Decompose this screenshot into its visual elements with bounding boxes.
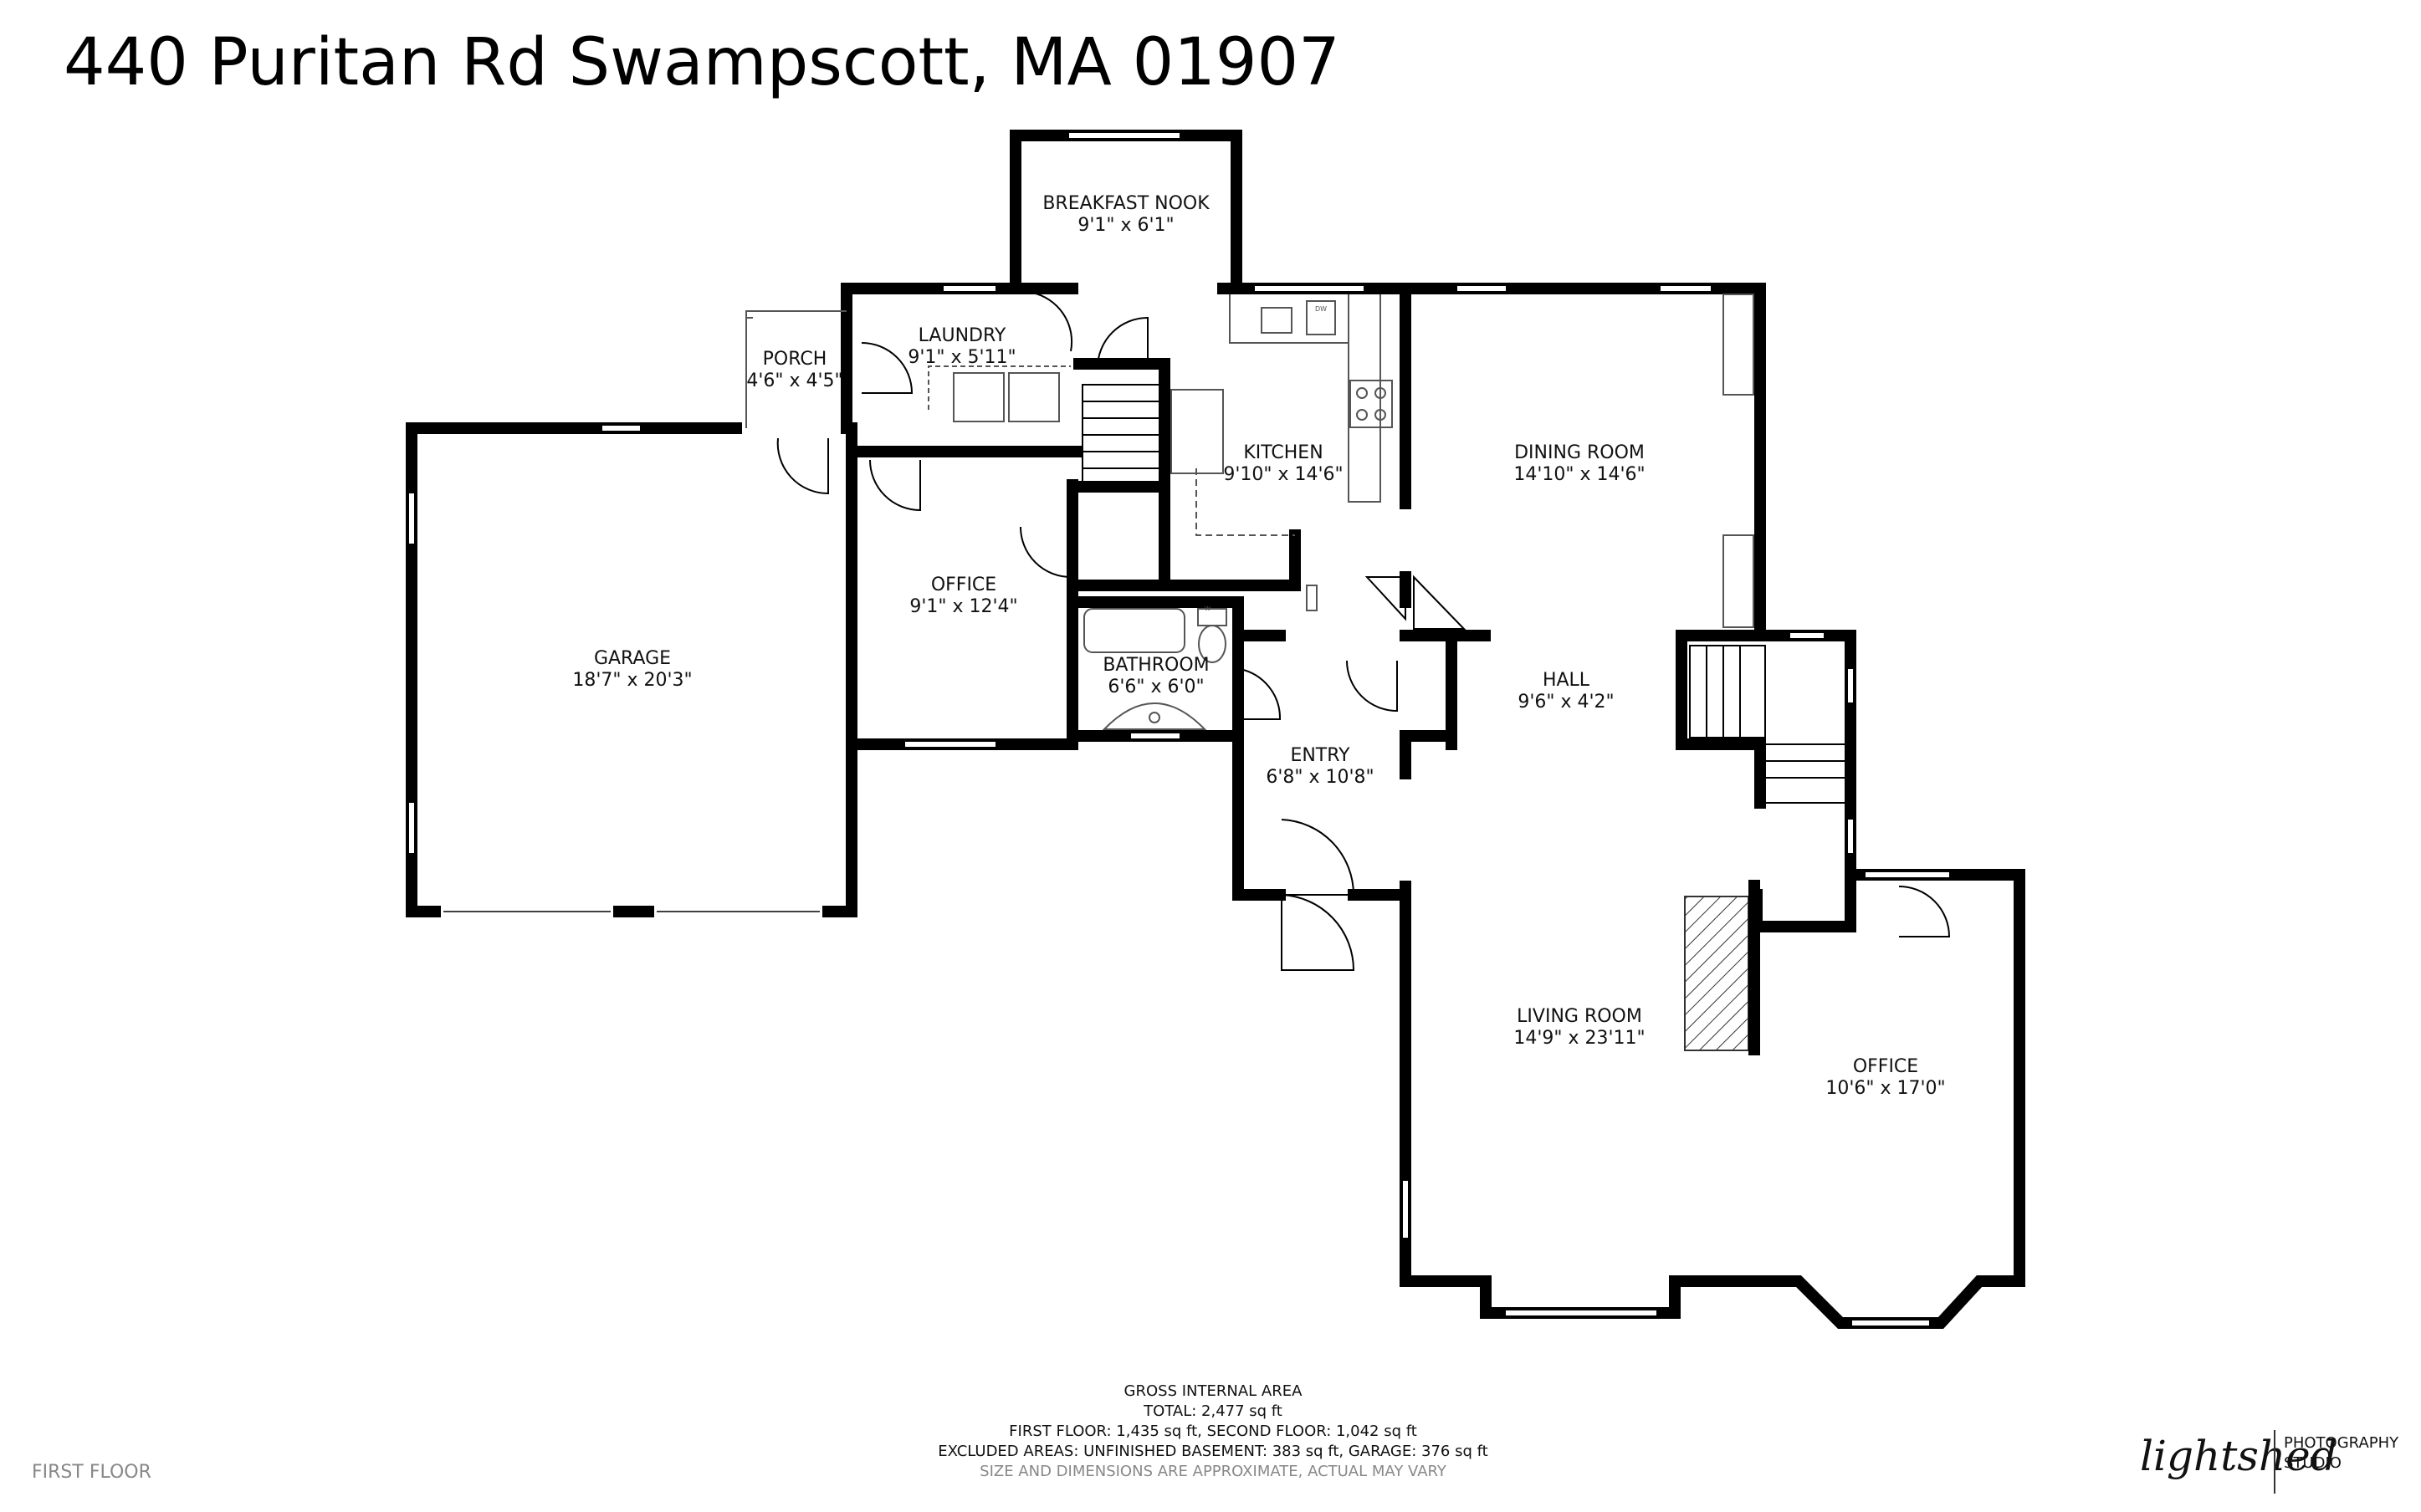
room-dims: 18'7" x 20'3" bbox=[572, 670, 692, 691]
bathroom-fixtures bbox=[1083, 608, 1227, 730]
garage-right-wall bbox=[822, 422, 857, 917]
room-name: DINING ROOM bbox=[1514, 442, 1645, 463]
door-swing bbox=[1898, 886, 1951, 937]
area-excluded: EXCLUDED AREAS: UNFINISHED BASEMENT: 383… bbox=[938, 1443, 1488, 1460]
door-swing bbox=[1239, 668, 1282, 720]
floor-label: FIRST FLOOR bbox=[32, 1462, 151, 1483]
room-labels: BREAKFAST NOOK 9'1" x 6'1" LAUNDRY 9'1" … bbox=[572, 193, 1945, 1099]
garage-walls bbox=[406, 422, 742, 917]
brand-line1: PHOTOGRAPHY bbox=[2284, 1434, 2399, 1452]
doors bbox=[776, 292, 1951, 971]
toilet-label: W bbox=[1205, 605, 1210, 612]
counter bbox=[1170, 389, 1224, 474]
area-disclaimer: SIZE AND DIMENSIONS ARE APPROXIMATE, ACT… bbox=[980, 1463, 1446, 1480]
door-swing bbox=[869, 459, 921, 512]
room-dims: 9'1" x 5'11" bbox=[908, 347, 1016, 368]
area-total: TOTAL: 2,477 sq ft bbox=[1144, 1402, 1282, 1420]
entry-door-swing bbox=[1281, 893, 1355, 971]
laundry-walls bbox=[841, 283, 1078, 434]
brand-divider bbox=[2274, 1430, 2275, 1494]
room-name: OFFICE bbox=[1853, 1056, 1918, 1077]
room-dims: 4'6" x 4'5" bbox=[746, 370, 842, 391]
room-name: KITCHEN bbox=[1243, 442, 1323, 463]
area-summary: GROSS INTERNAL AREA TOTAL: 2,477 sq ft F… bbox=[837, 1382, 1589, 1482]
kitchen-fixtures bbox=[1170, 294, 1754, 628]
brand-logo-text: lightshed bbox=[2140, 1432, 2337, 1480]
room-name: GARAGE bbox=[594, 648, 671, 669]
room-name: BATHROOM bbox=[1103, 655, 1209, 676]
door-swing bbox=[861, 342, 914, 394]
dishwasher bbox=[1306, 300, 1336, 335]
dishwasher-label: DW bbox=[1315, 305, 1327, 313]
room-dims: 6'6" x 6'0" bbox=[1108, 677, 1204, 697]
room-dims: 14'9" x 23'11" bbox=[1513, 1028, 1645, 1049]
page-title: 440 Puritan Rd Swampscott, MA 01907 bbox=[64, 25, 1340, 100]
brand-logo: lightshed PHOTOGRAPHY STUDIO bbox=[2140, 1428, 2408, 1495]
laundry-fixtures bbox=[928, 365, 1071, 422]
room-name: ENTRY bbox=[1290, 745, 1350, 766]
room-dims: 9'10" x 14'6" bbox=[1223, 464, 1343, 485]
area-floors: FIRST FLOOR: 1,435 sq ft, SECOND FLOOR: … bbox=[1009, 1423, 1417, 1440]
walls bbox=[406, 130, 2025, 1329]
area-heading: GROSS INTERNAL AREA bbox=[1123, 1382, 1303, 1400]
bathtub bbox=[1083, 608, 1185, 653]
fireplace bbox=[1684, 880, 1760, 1055]
right-stair-walls bbox=[1676, 630, 1766, 809]
door-swing bbox=[1020, 526, 1072, 579]
brand-line2: STUDIO bbox=[2284, 1454, 2342, 1472]
brand-studio: PHOTOGRAPHY STUDIO bbox=[2284, 1433, 2398, 1474]
room-name: PORCH bbox=[763, 349, 827, 370]
sink bbox=[1261, 307, 1292, 334]
living-room-walls bbox=[1400, 881, 1763, 1319]
room-name: BREAKFAST NOOK bbox=[1042, 193, 1210, 214]
door-swing bbox=[1097, 316, 1149, 369]
room-dims: 9'1" x 12'4" bbox=[909, 596, 1017, 617]
room-dims: 9'1" x 6'1" bbox=[1077, 215, 1174, 236]
stairs bbox=[1082, 384, 1848, 804]
entry-door-swing bbox=[1281, 819, 1355, 896]
room-name: HALL bbox=[1543, 670, 1590, 691]
toilet-tank bbox=[1197, 608, 1227, 626]
room-name: OFFICE bbox=[931, 575, 996, 595]
toilet bbox=[1198, 625, 1226, 663]
door-swing bbox=[1031, 292, 1073, 352]
room-dims: 14'10" x 14'6" bbox=[1513, 464, 1645, 485]
entry-walls bbox=[1232, 730, 1286, 901]
stove bbox=[1349, 380, 1393, 428]
stair-enclosure bbox=[1073, 358, 1170, 591]
room-dims: 9'6" x 4'2" bbox=[1518, 692, 1614, 713]
office-walls bbox=[1751, 869, 2025, 1329]
sink bbox=[1102, 702, 1207, 730]
porch-outline bbox=[745, 310, 847, 428]
room-dims: 6'8" x 10'8" bbox=[1266, 767, 1374, 788]
room-dims: 10'6" x 17'0" bbox=[1825, 1078, 1945, 1099]
room-name: LAUNDRY bbox=[919, 325, 1006, 346]
windows bbox=[409, 133, 1949, 1326]
door-swing bbox=[776, 437, 829, 495]
door-swing bbox=[1346, 660, 1398, 713]
room-name: LIVING ROOM bbox=[1517, 1006, 1642, 1027]
